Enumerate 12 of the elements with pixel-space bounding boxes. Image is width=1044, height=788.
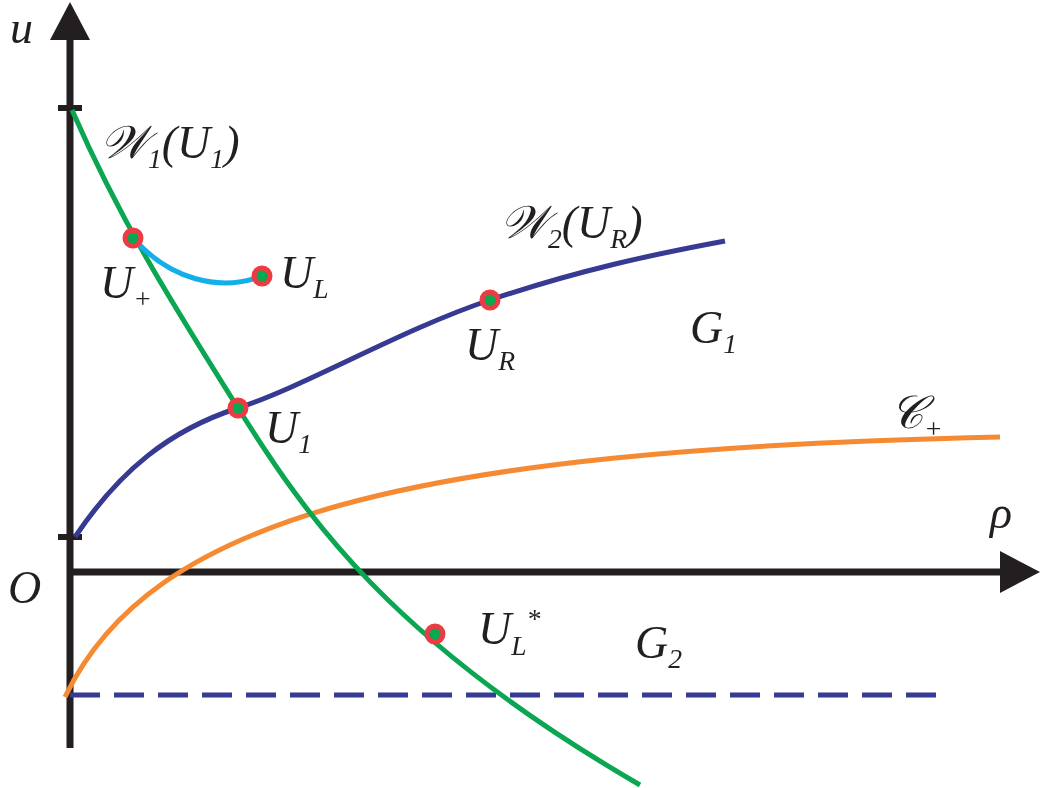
region-label: G$_{1}$ bbox=[690, 305, 738, 358]
curve-label: 𝒞$_{+}$ bbox=[890, 390, 943, 443]
origin-label: O bbox=[8, 565, 42, 611]
curve-label: 𝒲$_{1}$(U$_{1}$) bbox=[100, 120, 240, 173]
axis-label: u bbox=[10, 5, 33, 51]
axis-label: ρ bbox=[990, 490, 1013, 536]
curve-label: 𝒲$_{2}$(U$_{R}$) bbox=[500, 200, 643, 253]
point-label: U$_{+}$ bbox=[100, 260, 152, 313]
region-label: G$_{2}$ bbox=[635, 620, 683, 673]
point-label: U$_{1}$ bbox=[265, 405, 313, 458]
point-label: U$_{R}$ bbox=[465, 322, 516, 375]
point-label: U$_{L}$ bbox=[280, 250, 329, 303]
